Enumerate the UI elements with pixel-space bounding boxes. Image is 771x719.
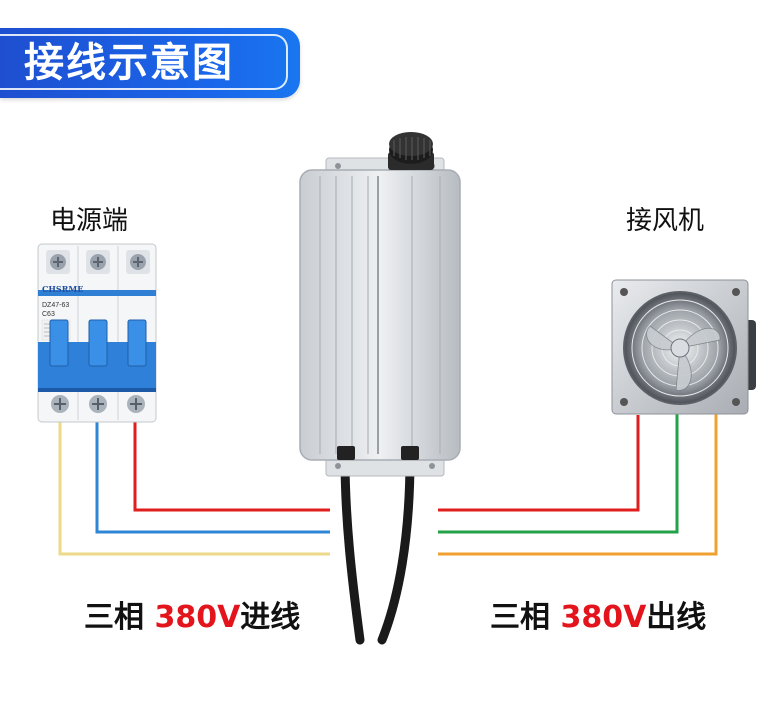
output-wire-green — [438, 412, 679, 534]
output-wire-orange — [438, 410, 718, 556]
input-voltage: 380V — [154, 600, 241, 635]
fan-label: 接风机 — [626, 206, 705, 236]
output-caption-suffix: 出线 — [646, 600, 707, 635]
output-caption: 三相 380V出线 — [490, 592, 706, 636]
exhaust-fan — [611, 279, 756, 415]
circuit-breaker: CHSRME DZ47-63 C63 — [37, 243, 157, 423]
output-wires — [438, 410, 718, 556]
input-wires — [58, 410, 330, 556]
input-wire-blue — [95, 410, 330, 534]
input-wire-red — [133, 410, 330, 512]
output-voltage: 380V — [560, 600, 647, 635]
input-caption-prefix: 三相 — [84, 600, 155, 635]
breaker-rating: C63 — [42, 311, 55, 318]
breaker-brand: CHSRME — [42, 284, 83, 294]
input-wire-yellow — [58, 410, 330, 556]
black-cables — [340, 453, 415, 645]
breaker-model: DZ47-63 — [42, 302, 69, 309]
output-caption-prefix: 三相 — [490, 600, 561, 635]
output-wire-red — [438, 415, 640, 512]
input-caption-suffix: 进线 — [240, 600, 301, 635]
page-title: 接线示意图 — [24, 40, 234, 86]
title-frame — [0, 34, 288, 90]
input-caption: 三相 380V进线 — [84, 592, 300, 636]
title-banner: 接线示意图 — [0, 28, 300, 98]
top-terminal-screws — [46, 250, 150, 274]
power-source-label: 电源端 — [50, 206, 129, 236]
speed-knob — [388, 132, 434, 170]
speed-controller — [299, 132, 461, 477]
bottom-terminal-screws — [51, 395, 145, 413]
